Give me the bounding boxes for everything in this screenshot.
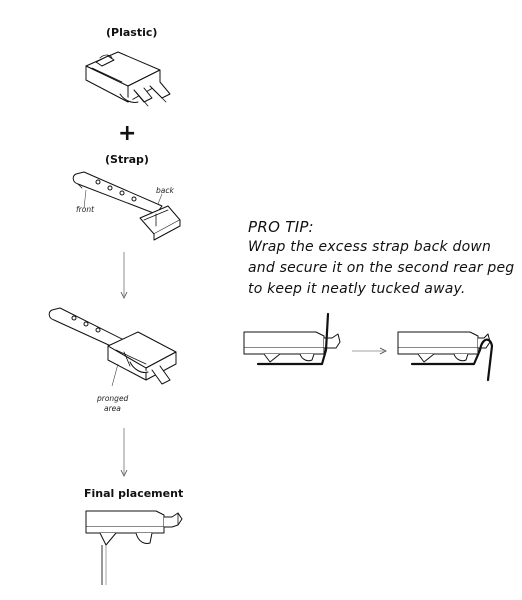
plastic-title: (Plastic) xyxy=(106,26,158,39)
plastic-mount-part-icon xyxy=(85,51,171,107)
pronged-label-line2: area xyxy=(104,404,121,413)
front-label: front xyxy=(76,205,95,214)
pro-tip-title: PRO TIP: xyxy=(248,218,314,236)
back-label: back xyxy=(156,186,174,195)
strap-before-icon xyxy=(243,312,341,366)
pro-tip-line-1: Wrap the excess strap back down xyxy=(248,239,492,255)
pro-tip-line-3: to keep it neatly tucked away. xyxy=(248,281,466,297)
down-arrow-icon xyxy=(120,428,128,477)
pronged-label-line1: pronged xyxy=(97,394,129,403)
final-placement-title: Final placement xyxy=(84,487,184,500)
right-arrow-icon xyxy=(352,347,387,355)
strap-part-icon xyxy=(72,171,181,241)
assembled-mount-icon xyxy=(48,307,177,387)
down-arrow-icon xyxy=(120,252,128,299)
strap-after-icon xyxy=(397,331,494,382)
final-placement-icon xyxy=(85,510,183,585)
strap-title: (Strap) xyxy=(105,153,149,166)
plus-symbol: + xyxy=(118,121,137,146)
pro-tip-line-2: and secure it on the second rear peg xyxy=(248,260,515,276)
